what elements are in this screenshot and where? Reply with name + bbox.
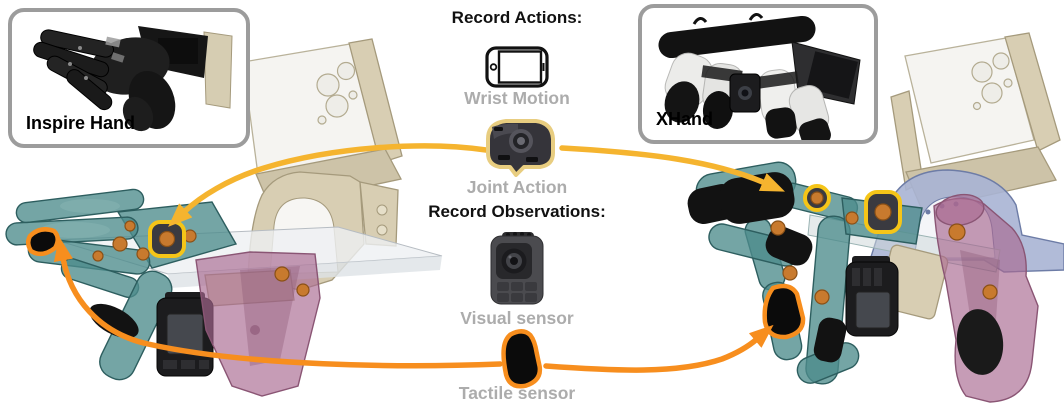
tactile-sensor-label: Tactile sensor [458, 383, 576, 403]
left-visual-sensor-render [156, 292, 214, 377]
xhand-inset: XHand [638, 4, 878, 144]
tactile-arrow-left [53, 236, 503, 369]
right-purple-mount [933, 193, 1039, 403]
xhand-label: XHand [656, 109, 714, 130]
wrist-motion-label: Wrist Motion [464, 88, 570, 108]
smartphone-icon [485, 46, 549, 93]
thumb-pad [956, 309, 1004, 375]
record-actions-heading: Record Actions: [451, 8, 583, 27]
visual-sensor-label: Visual sensor [460, 308, 574, 328]
camera-sensor-icon [488, 230, 546, 311]
joint-encoder-icon [474, 113, 560, 182]
inspire-hand-photo [33, 26, 233, 132]
tactile-arrow-right [543, 324, 774, 373]
joint-action-arrow-right [559, 145, 786, 192]
fingertip-pad [813, 317, 847, 363]
mount-bar [348, 38, 403, 164]
fingertip-pad [89, 303, 139, 339]
right-teal-hand [687, 161, 923, 385]
joint-action-label: Joint Action [466, 177, 568, 197]
xhand-photo [658, 13, 861, 140]
right-phone-mount [890, 32, 1061, 211]
right-visual-sensor-render [845, 256, 899, 337]
record-observations-heading: Record Observations: [428, 202, 606, 221]
tactile-fingertip-icon [492, 328, 546, 395]
phone-camera-bump [316, 61, 358, 125]
inspire-hand-inset: Inspire Hand [8, 8, 250, 148]
joint-action-arrow-left [168, 143, 489, 227]
tactile-pad-highlight [762, 283, 806, 340]
fingertip-pad [765, 226, 813, 266]
right-hand-assembly-render [687, 32, 1064, 403]
inspire-hand-label: Inspire Hand [26, 113, 136, 134]
